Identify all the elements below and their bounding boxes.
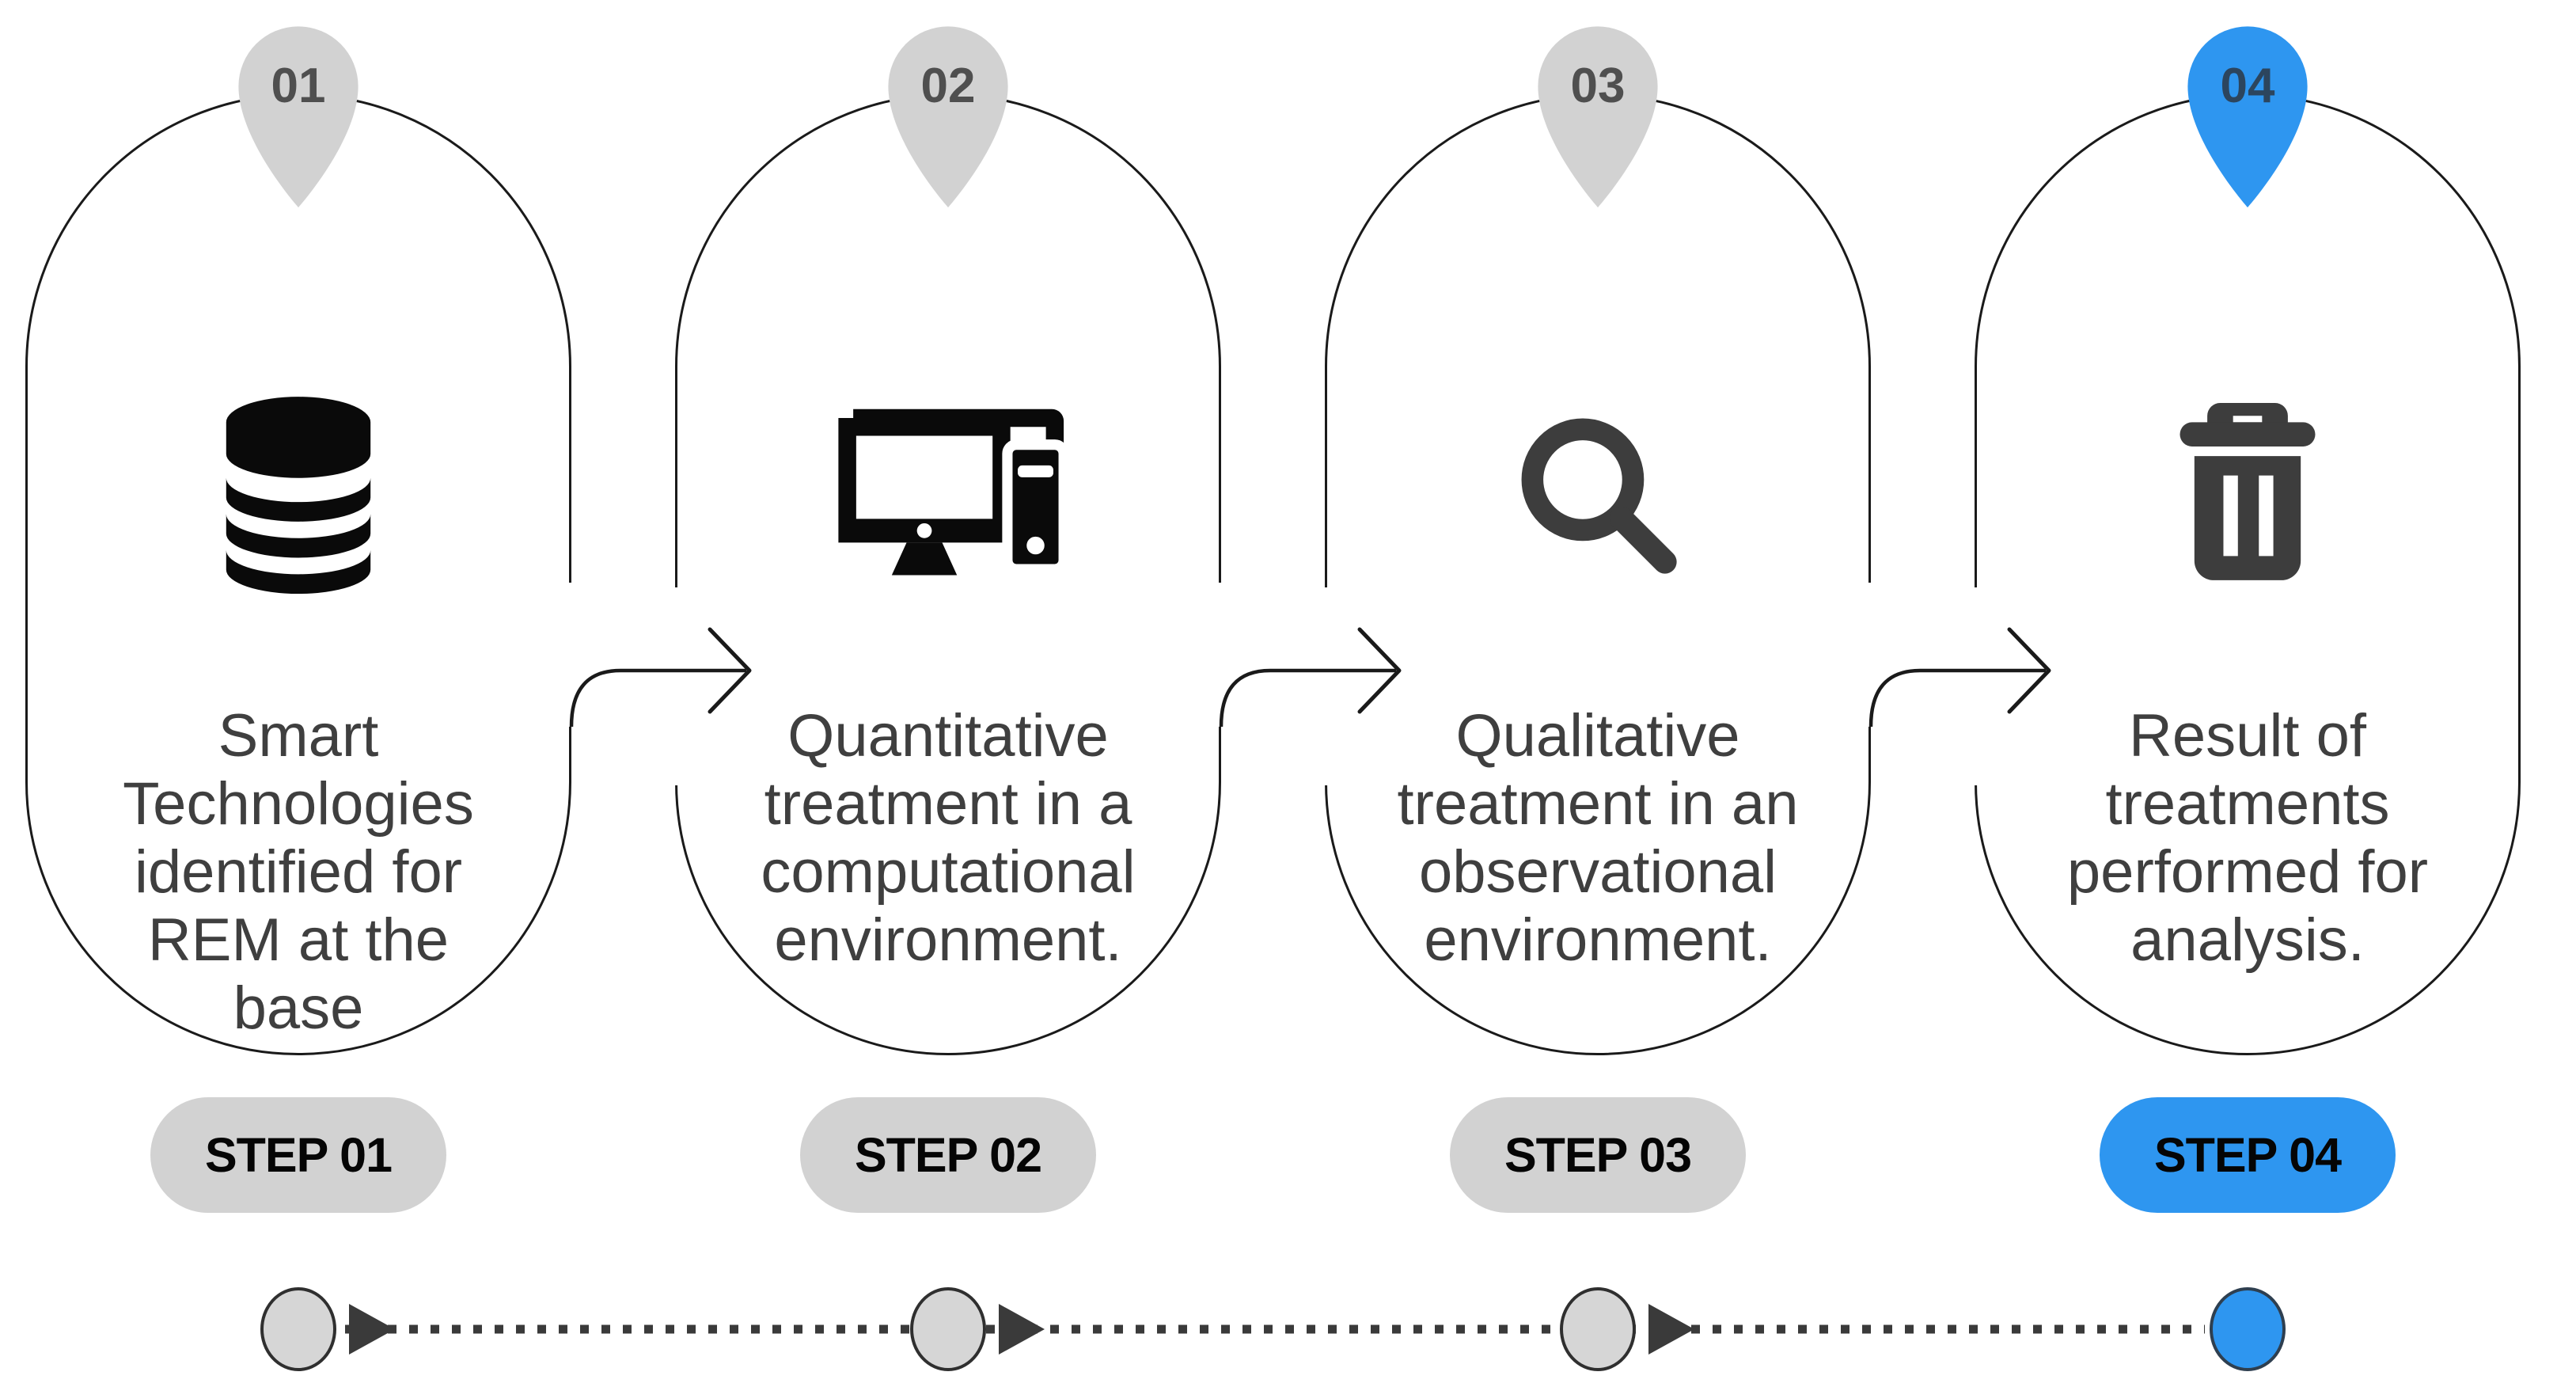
- step-3-capsule: 03 Qualitative treatment in an observati…: [1325, 26, 1871, 1055]
- step-4-capsule: 04 Result of treatments performed for an…: [1975, 26, 2521, 1055]
- progress-timeline: [260, 1287, 2286, 1371]
- timeline-arrowhead-1: [349, 1304, 395, 1355]
- step-number: 03: [1570, 59, 1626, 113]
- map-pin-icon: [238, 26, 359, 207]
- step-number: 04: [2220, 59, 2275, 113]
- step-2-capsule: 02 Quantitative treatment in a computati…: [675, 26, 1221, 1055]
- timeline-node-4: [2210, 1287, 2286, 1371]
- timeline-node-3: [1560, 1287, 1636, 1371]
- computer-icon: [829, 406, 1067, 593]
- step-3-badge: STEP 03: [1450, 1097, 1746, 1213]
- step-4-badge: STEP 04: [2100, 1097, 2396, 1213]
- database-icon: [223, 397, 374, 597]
- step-number: 01: [271, 59, 326, 113]
- step-2-badge: STEP 02: [800, 1097, 1096, 1213]
- timeline-arrowhead-3: [1648, 1304, 1694, 1355]
- step-3-pin: 03: [1527, 15, 1669, 207]
- step-description: Quantitative treatment in a computationa…: [761, 702, 1136, 974]
- step-4-pin: 04: [2176, 15, 2319, 207]
- timeline-node-2: [910, 1287, 986, 1371]
- step-description: Result of treatments performed for analy…: [2066, 702, 2429, 974]
- map-pin-icon: [888, 26, 1008, 207]
- map-pin-icon: [2187, 26, 2308, 207]
- step-1-badge: STEP 01: [150, 1097, 446, 1213]
- step-2-pin: 02: [877, 15, 1019, 207]
- search-icon: [1514, 411, 1682, 579]
- step-1-capsule: 01 Smart Technologies identified for REM…: [25, 26, 571, 1055]
- trash-icon: [2167, 403, 2328, 583]
- step-number: 02: [920, 59, 976, 113]
- timeline-node-1: [260, 1287, 336, 1371]
- step-1-pin: 01: [227, 15, 370, 207]
- timeline-arrowhead-2: [999, 1304, 1045, 1355]
- map-pin-icon: [1538, 26, 1658, 207]
- step-description: Qualitative treatment in an observationa…: [1397, 702, 1799, 974]
- step-description: Smart Technologies identified for REM at…: [123, 702, 474, 1042]
